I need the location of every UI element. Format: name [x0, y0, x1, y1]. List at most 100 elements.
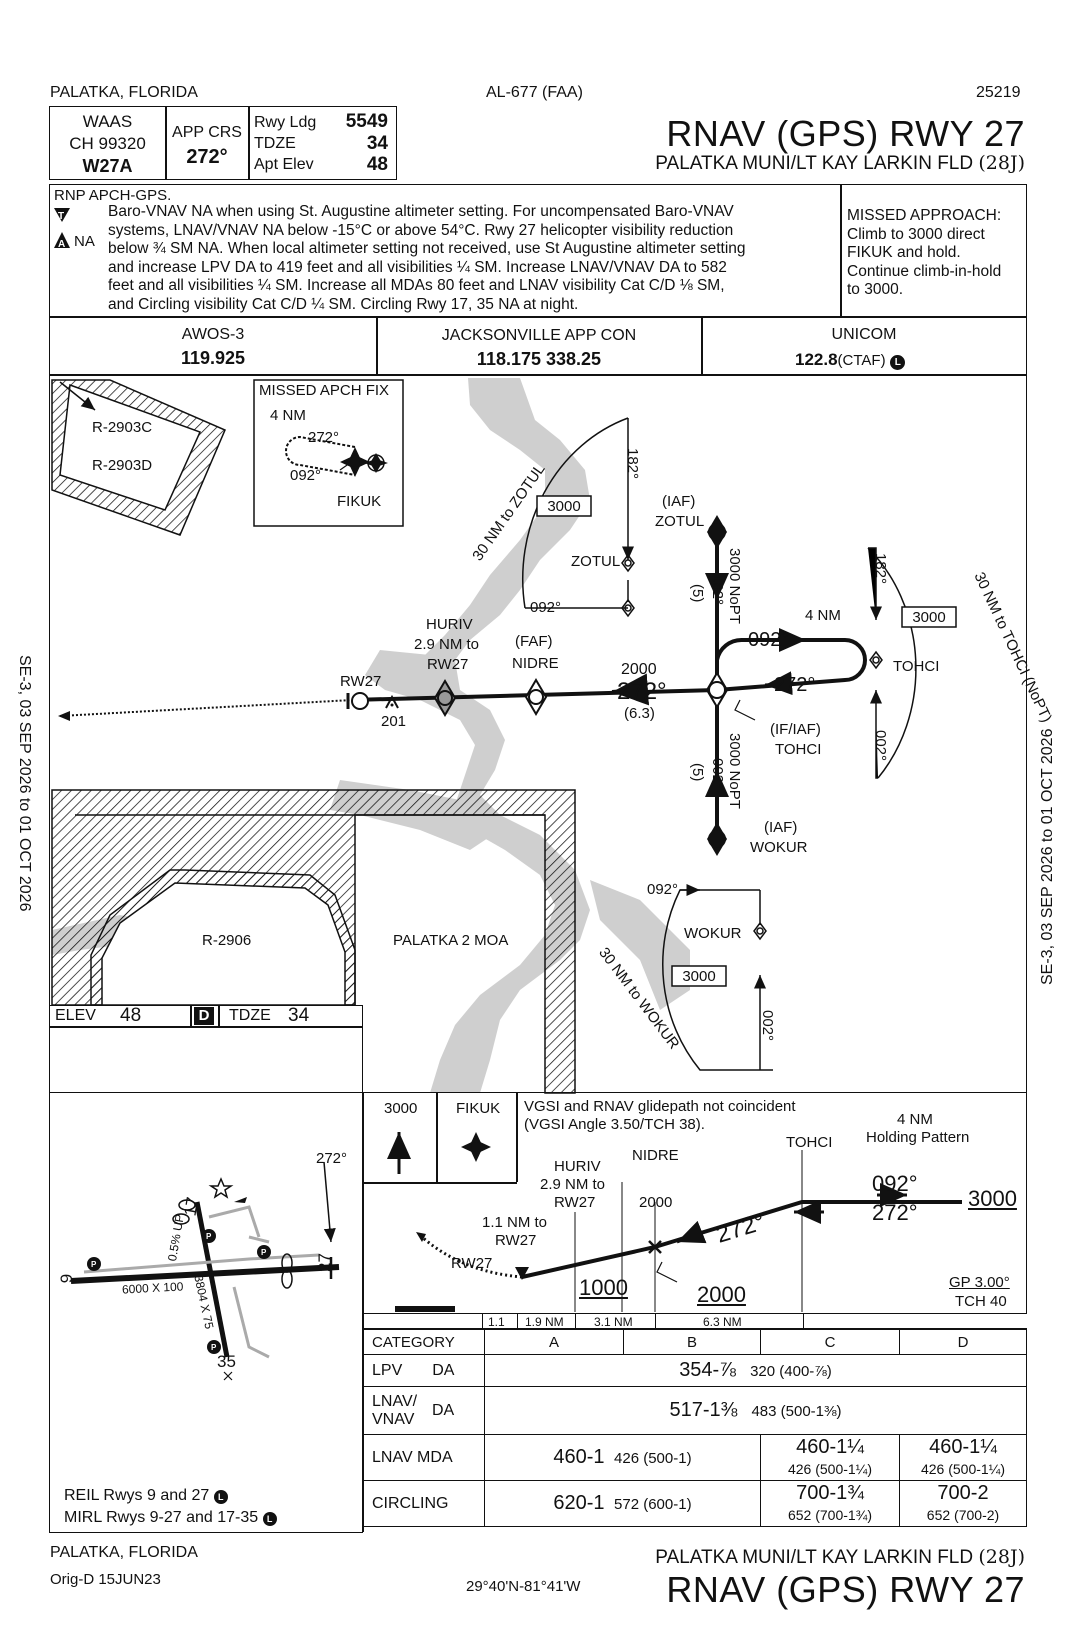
glidepath-angle: GP 3.00° — [949, 1274, 1010, 1291]
lnav-d-haa: 426 (500-1¼) — [920, 1460, 1006, 1477]
approach-control-frequency: 118.175 338.25 — [476, 349, 602, 369]
huriv-distance: 2.9 NM to — [414, 636, 480, 653]
profile-drawing — [387, 1132, 962, 1312]
note-line: and increase LPV DA to 419 feet and all … — [108, 258, 727, 276]
lnav-vnav-label: LNAV/ VNAV — [372, 1392, 418, 1428]
profile-stepdown-distance: 1.1 NM to — [482, 1214, 548, 1231]
sketch-course: 272° — [316, 1150, 348, 1167]
tdze: 34 — [366, 133, 388, 154]
mirl-note: MIRL Rwys 9-27 and 17-35 — [64, 1509, 259, 1526]
reil-note-line: REIL Rwys 9 and 27 L — [64, 1488, 228, 1504]
footer-amendment: Orig-D 15JUN23 — [50, 1571, 161, 1588]
footer-coordinates: 29°40'N-81°41'W — [466, 1578, 581, 1595]
faf-label: (FAF) — [515, 633, 553, 650]
fikuk-fix-symbol — [340, 447, 370, 477]
unicom-frequency: 122.8 — [795, 350, 838, 369]
distance-segment-3: 3.1 NM — [594, 1315, 633, 1329]
zotul-nopt: 3000 NoPT — [726, 548, 743, 624]
lnav-vnav-da-label: DA — [432, 1401, 455, 1419]
waypoint-symbols — [364, 453, 640, 573]
right-effective-dates: SE-3, 03 SEP 2026 to 01 OCT 2026 — [1039, 728, 1056, 985]
hold-length: 4 NM — [805, 607, 841, 624]
app-crs: 272° — [186, 146, 228, 168]
missed-apch-fix-title: MISSED APCH FIX — [259, 382, 390, 399]
circling-c-haa: 652 (700-1¾) — [787, 1506, 873, 1523]
airport-tdze: 34 — [288, 1005, 310, 1026]
unicom-line: 122.8(CTAF) L — [795, 350, 906, 370]
moa-label: PALATKA 2 MOA — [393, 932, 509, 949]
wokur-feeder-distance: (5) — [689, 763, 706, 782]
svg-text:A: A — [58, 239, 65, 250]
lnav-ab-haa: 426 (500-1) — [614, 1450, 692, 1467]
profile-hold-label: Holding Pattern — [866, 1129, 970, 1146]
comms-box — [49, 317, 1027, 375]
rw27-symbol — [346, 692, 369, 710]
note-line: and Circling visibility Cat C/D ¼ SM. Ci… — [108, 295, 579, 313]
runway-17-35 — [194, 1201, 230, 1358]
awos-frequency: 119.925 — [180, 348, 246, 368]
zotul-label-top: ZOTUL — [655, 513, 705, 530]
r2903d-label: R-2903D — [92, 457, 153, 474]
taa-north-course: 182° — [624, 448, 641, 480]
lnav-vnav-value: 517-1⅜ — [669, 1399, 738, 1421]
waas-label: WAAS — [82, 112, 133, 131]
taa-east-course-182: 182° — [872, 553, 889, 585]
taa-east-course-002: 002° — [872, 730, 889, 762]
taa-south-course-092: 092° — [647, 881, 679, 898]
taa-north-arc — [521, 417, 629, 609]
distance-strip — [362, 1314, 1027, 1329]
header-al-number: AL-677 (FAA) — [486, 84, 583, 101]
profile-outbound-course: 092° — [872, 1171, 918, 1196]
nidre-label: NIDRE — [512, 655, 559, 672]
header-info-box — [49, 106, 397, 180]
taa-south-course-002: 002° — [759, 1010, 776, 1042]
missed-line: Climb to 3000 direct — [847, 225, 985, 243]
awos-label: AWOS-3 — [181, 326, 245, 343]
map-hold-length: 4 NM — [270, 407, 306, 424]
airport-elev: 48 — [120, 1005, 142, 1026]
profile-nidre-label: NIDRE — [632, 1147, 679, 1164]
lpv-da-label: DA — [432, 1361, 455, 1379]
diverse-departure-icon: D — [194, 1007, 214, 1025]
distance-segment-4: 6.3 NM — [703, 1315, 742, 1329]
r2906-label: R-2906 — [202, 932, 252, 949]
lnav-ab-minimums: 460-1 426 (500-1) — [484, 1434, 761, 1481]
svg-text:P: P — [261, 1248, 267, 1257]
unicom-label: UNICOM — [831, 326, 897, 343]
airport-diagram: P P P P — [70, 1161, 340, 1381]
r2903c-label: R-2903C — [92, 419, 153, 436]
svg-text:P: P — [211, 1343, 217, 1352]
profile-nidre-altitude: 2000 — [639, 1194, 673, 1211]
missed-approach-text: MISSED APPROACH: Climb to 3000 direct FI… — [847, 207, 1001, 300]
huriv-runway: RW27 — [427, 656, 469, 673]
apt-elev: 48 — [366, 154, 388, 175]
missed-fix-label: FIKUK — [456, 1100, 501, 1117]
rwy-ldg-label: Rwy Ldg — [254, 114, 317, 131]
huriv-label: HURIV — [426, 616, 473, 633]
missed-apch-fix-inset — [253, 379, 404, 527]
approach-control-label: JACKSONVILLE APP CON — [441, 327, 637, 344]
circling-label: CIRCLING — [363, 1480, 485, 1527]
reil-note: REIL Rwys 9 and 27 — [64, 1487, 210, 1504]
zotul-feeder-course: 182° — [709, 574, 726, 606]
alternate-na: NA — [74, 233, 95, 250]
lighting-icon: L — [890, 355, 906, 370]
profile-hold-length: 4 NM — [897, 1111, 933, 1128]
lnav-mda-label: LNAV MDA — [363, 1434, 485, 1481]
zotul-fix-symbol — [707, 515, 727, 549]
taa-south-arc — [662, 889, 773, 1071]
vgsi-note-2: (VGSI Angle 3.50/TCH 38). — [524, 1116, 705, 1133]
tohci-label: TOHCI — [775, 741, 822, 758]
profile-inbound-course: 272° — [872, 1200, 918, 1225]
missed-climb-altitude: 3000 — [384, 1100, 418, 1117]
footer-airport: PALATKA MUNI/LT KAY LARKIN FLD — [655, 1547, 974, 1568]
obstacle-symbol — [385, 694, 399, 709]
note-line: feet and all visibilities ¼ SM. Increase… — [108, 277, 725, 294]
svg-text:P: P — [91, 1260, 97, 1269]
segment-distance: (6.3) — [624, 705, 655, 722]
wokur-nopt: 3000 NoPT — [726, 733, 743, 809]
profile-hold-altitude: 3000 — [968, 1186, 1017, 1211]
missed-line: MISSED APPROACH: — [847, 207, 1002, 224]
